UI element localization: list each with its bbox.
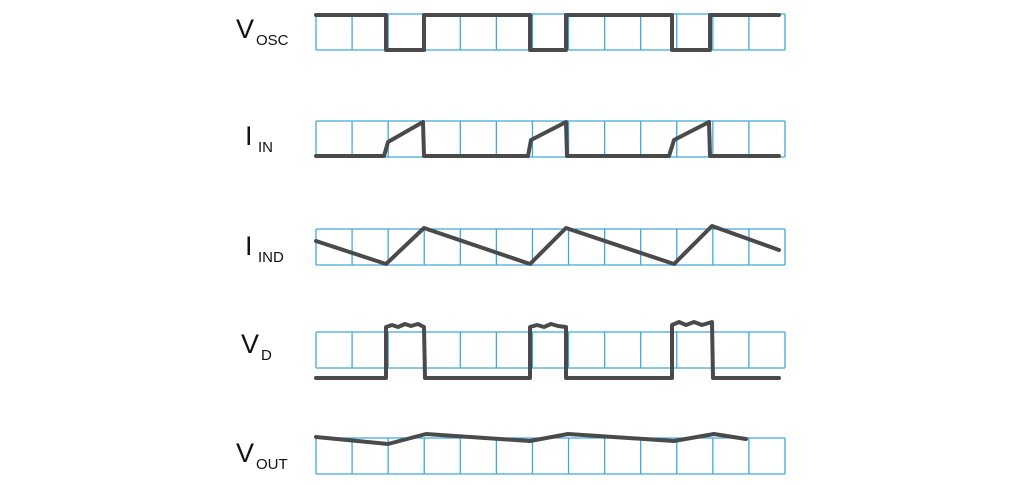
signal-subscript: D (261, 347, 272, 364)
signal-label-vd: V D (241, 329, 272, 364)
signal-subscript: OUT (256, 456, 288, 473)
signal-symbol: V (236, 14, 254, 44)
signal-symbol: V (241, 329, 259, 359)
signal-subscript: IN (258, 139, 273, 156)
signal-symbol: V (236, 438, 254, 468)
waveform-vosc (314, 13, 781, 52)
signal-label-iind: I IND (245, 231, 284, 266)
waveform-iind (314, 224, 781, 266)
signal-label-iin: I IN (245, 121, 273, 156)
signal-subscript: OSC (256, 32, 289, 49)
grid-iind (315, 228, 786, 266)
signal-label-vout: V OUT (236, 438, 288, 473)
signal-symbol: I (245, 231, 253, 261)
signal-subscript: IND (258, 249, 284, 266)
signal-label-vosc: V OSC (236, 14, 289, 49)
signal-symbol: I (245, 121, 253, 151)
waveform-vout (314, 432, 748, 446)
waveform-iin (314, 120, 781, 158)
waveform-vd (314, 320, 781, 380)
